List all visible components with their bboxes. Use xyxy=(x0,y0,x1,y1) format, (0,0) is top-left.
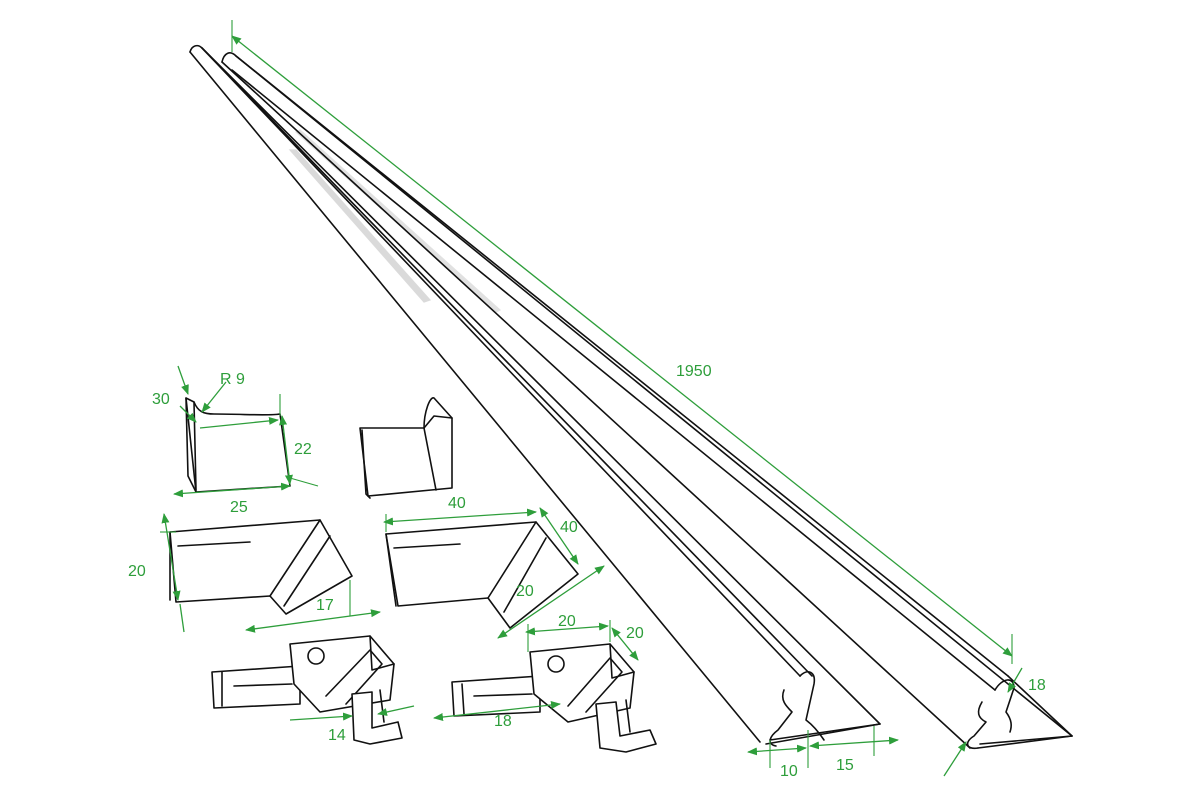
corner2-length-label: 40 xyxy=(448,495,466,512)
rail-left xyxy=(189,44,881,747)
end-cap-width-label: 25 xyxy=(230,499,248,516)
connector-left xyxy=(211,635,403,745)
connector-pin-a-label: 14 xyxy=(328,727,346,744)
connector-depth-label: 20 xyxy=(626,625,644,642)
end-cap-height-label: 22 xyxy=(294,441,312,458)
connector-pin-b-label: 18 xyxy=(494,713,512,730)
corner-leg-label: 17 xyxy=(316,597,334,614)
corner-height-label: 20 xyxy=(128,563,146,580)
rail-width-b-label: 15 xyxy=(836,757,854,774)
dimension-lines xyxy=(160,20,1023,777)
connector-right xyxy=(451,643,657,753)
end-cap-radius-label: R 9 xyxy=(220,371,245,388)
connector-width-label: 20 xyxy=(558,613,576,630)
end-cap-left xyxy=(185,397,291,493)
corner-right xyxy=(385,521,579,629)
dimension-labels: 1950 18 10 15 R 9 30 22 25 20 17 40 40 2… xyxy=(128,363,1046,780)
corner2-leg-label: 20 xyxy=(516,583,534,600)
corner2-side-label: 40 xyxy=(560,519,578,536)
rail-width-a-label: 10 xyxy=(780,763,798,780)
end-cap-depth-label: 30 xyxy=(152,391,170,408)
rail-height-label: 18 xyxy=(1028,677,1046,694)
rail-length-label: 1950 xyxy=(676,363,712,380)
end-cap-right xyxy=(359,397,453,499)
